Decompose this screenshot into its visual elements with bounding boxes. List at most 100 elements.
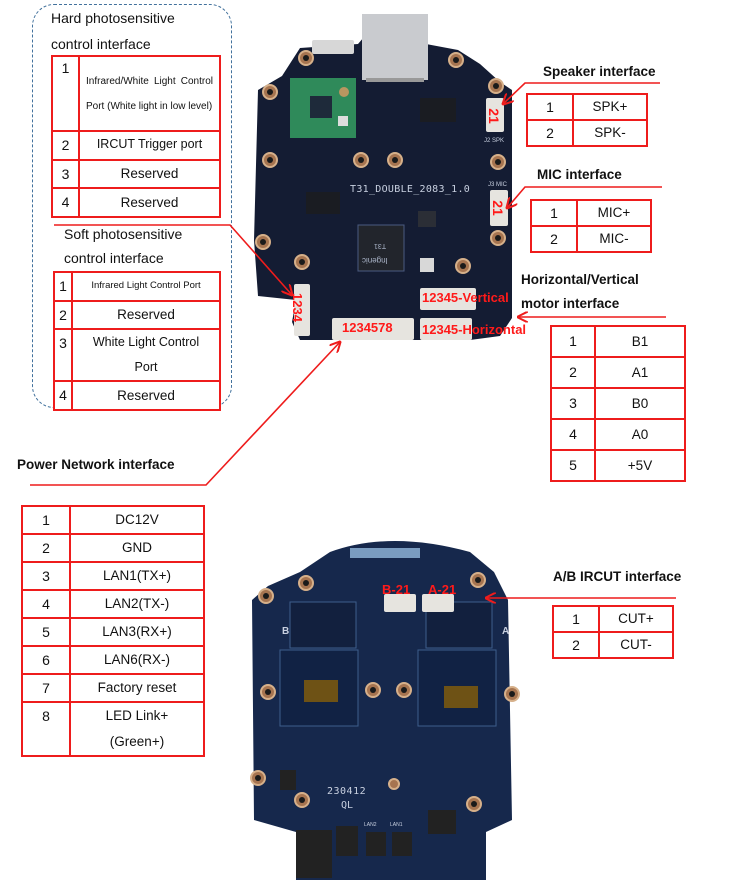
pin-label: Infrared/White Light Control Port (White… [78,55,221,132]
pin-number: 1 [51,55,80,132]
lan2-silk: LAN2 [364,822,377,828]
table-row: 3 Reserved [51,158,221,190]
pin-label: SPK+ [572,93,648,121]
pin-label: CUT- [598,631,674,659]
table-row: 2 SPK- [526,119,648,147]
soft-photosensitive-title-2: control interface [64,250,164,266]
pin-number: 5 [550,449,596,482]
pin-label: Infrared Light Control Port [71,271,221,302]
table-row: 4 Reserved [53,380,221,411]
ircut-b-part [304,680,338,702]
table-row: 4 Reserved [51,187,221,218]
board-silkscreen-label: T31_DOUBLE_2083_1.0 [350,184,471,195]
pin-number: 4 [51,187,80,218]
connector-a-label: A-21 [428,582,457,597]
pin-label: GND [69,533,205,563]
pin-number: 3 [53,328,73,383]
ircut-a-part [444,686,478,708]
table-row: 2 IRCUT Trigger port [51,130,221,161]
table-row: 1 Infrared Light Control Port [53,271,221,302]
motor-title-1: Horizontal/Vertical [521,272,639,287]
sensor-a-area [417,649,497,727]
speaker-connector-label: 21 [485,108,502,124]
pin-number: 4 [53,380,73,411]
pin-number: 1 [530,199,578,227]
pin-label: DC12V [69,505,205,535]
power-connector-label: 1234578 [342,320,393,335]
horizontal-connector-label: 12345-Horizontal [422,322,527,337]
pin-label: Reserved [71,299,221,331]
pin-label: MIC- [576,225,652,253]
table-row: 2 MIC- [530,225,652,253]
pin-label: Reserved [71,380,221,411]
pin-number: 4 [21,589,71,619]
sd-card-slot [362,14,428,80]
connector-b-label: B-21 [382,582,411,597]
sensor-b-area [279,649,359,727]
mic-connector-label: 21 [489,200,506,216]
photosensitive-connector-label: 1234 [289,293,305,322]
pin-label: LAN1(TX+) [69,561,205,591]
date-code-silk: 230412 [327,786,367,797]
pin-number: 2 [530,225,578,253]
pin-label: LAN3(RX+) [69,617,205,647]
pin-number: 1 [21,505,71,535]
lan1-silk: LAN1 [390,822,403,828]
pin-label: White Light Control Port [71,328,221,383]
pin-label: CUT+ [598,605,674,633]
pin-number: 8 [21,701,71,757]
table-row: 1 Infrared/White Light Control Port (Whi… [51,55,221,132]
pin-number: 1 [550,325,596,358]
pin-label: Reserved [78,158,221,190]
pin-number: 5 [21,617,71,647]
mounting-holes [255,50,506,274]
table-row: 2 Reserved [53,299,221,331]
chip-brand-label: Ingenic [362,256,388,265]
pin-number: 2 [552,631,600,659]
pin-label: MIC+ [576,199,652,227]
vertical-connector-label: 12345-Vertical [422,290,509,305]
side-b-silk: B [282,626,290,637]
pin-number: 7 [21,673,71,703]
table-row: 1 MIC+ [530,199,652,227]
soft-photosensitive-title-1: Soft photosensitive [64,226,183,242]
table-row: 1 SPK+ [526,93,648,121]
spk-silk-label: J2 SPK [484,138,505,144]
pin-number: 4 [550,418,596,451]
pin-number: 1 [526,93,574,121]
power-network-title: Power Network interface [17,457,175,472]
pin-label: A1 [594,356,686,389]
pin-label: B0 [594,387,686,420]
pin-label: +5V [594,449,686,482]
chip-model-label: T31 [374,242,387,249]
mic-silk-label: J3 MIC [488,182,508,188]
side-a-silk: A [502,626,510,637]
pin-number: 2 [53,299,73,331]
pin-label: B1 [594,325,686,358]
mic-table: 1 MIC+ 2 MIC- [530,199,652,253]
soft-photosensitive-table: 1 Infrared Light Control Port 2 Reserved… [53,271,221,411]
maker-code-silk: QL [341,800,354,811]
pin-number: 2 [21,533,71,563]
pin-number: 6 [21,645,71,675]
table-row: 5+5V [550,449,686,482]
pin-label: IRCUT Trigger port [78,130,221,161]
pin-label: Factory reset [69,673,205,703]
motor-title-2: motor interface [521,296,620,311]
hard-photosensitive-title-2: control interface [51,36,151,52]
pin-label: LAN6(RX-) [69,645,205,675]
table-row: 3 White Light Control Port [53,328,221,383]
hard-photosensitive-table: 1 Infrared/White Light Control Port (Whi… [51,55,221,218]
pin-label: A0 [594,418,686,451]
